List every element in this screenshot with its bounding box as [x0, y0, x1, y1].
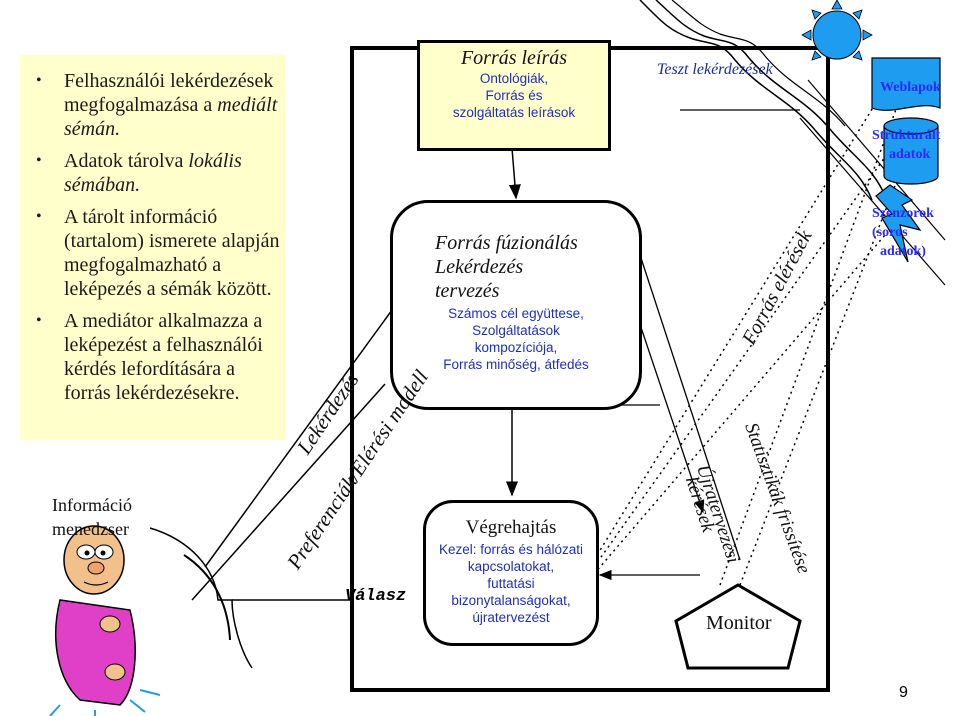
bullet-text-italic: lokális sémában.	[64, 150, 242, 196]
execution-line: futtatási	[487, 576, 535, 591]
structured-data-label: adatok	[889, 147, 931, 162]
source-description-box: Forrás leírás Ontológiák, Forrás és szol…	[417, 40, 611, 151]
bullet-panel: Felhasználói lekérdezések megfogalmazása…	[20, 55, 285, 440]
fusion-planning-box: Forrás fúzionálás Lekérdezés tervezés Sz…	[390, 200, 642, 410]
source-description-line: szolgáltatás leírások	[452, 105, 576, 120]
source-description-line: Ontológiák,	[479, 71, 549, 86]
fusion-title-line: Forrás fúzionálás	[435, 232, 578, 254]
river-line	[639, 0, 873, 201]
bullet-text-italic: mediált sémán.	[64, 94, 278, 140]
sensor-icon	[875, 184, 922, 263]
fusion-line: kompozíciója,	[474, 340, 558, 355]
fusion-line: Szolgáltatások	[472, 323, 560, 338]
webpages-label: Weblapok	[880, 80, 941, 95]
bullet-item: Felhasználói lekérdezések megfogalmazása…	[36, 69, 285, 141]
execution-title: Végrehajtás	[465, 517, 557, 538]
monitor-label: Monitor	[706, 612, 772, 634]
fusion-title-line: tervezés	[435, 280, 500, 302]
database-icon	[883, 117, 939, 185]
bullet-item: A tárolt információ (tartalom) ismerete …	[36, 205, 285, 301]
structured-data-label: Strukturált	[872, 128, 941, 143]
fusion-line: Számos cél együttese,	[448, 306, 584, 321]
sensors-label: Szenzorok	[872, 206, 934, 221]
monitor-shape	[674, 583, 802, 670]
bullet-list: Felhasználói lekérdezések megfogalmazása…	[20, 55, 285, 405]
source-description-line: Forrás és	[485, 88, 543, 103]
manager-figure	[49, 525, 231, 716]
webpages-icon	[871, 57, 941, 111]
execution-box: Végrehajtás Kezel: forrás és hálózati ka…	[423, 500, 599, 646]
page-number: 9	[899, 684, 908, 701]
test-queries-label: Teszt lekérdezések	[657, 61, 773, 78]
execution-line: újratervezést	[472, 610, 550, 625]
bullet-item: A mediátor alkalmazza a leképezést a fel…	[36, 309, 285, 405]
fusion-line: Forrás minőség, átfedés	[443, 357, 589, 372]
bullet-text: Felhasználói lekérdezések megfogalmazása…	[64, 70, 274, 116]
answer-label: Válasz	[345, 587, 407, 606]
info-manager-label: Információ menedzser	[52, 495, 132, 539]
bullet-text: A mediátor alkalmazza a leképezést a fel…	[64, 310, 263, 404]
fusion-title-line: Lekérdezés	[435, 256, 524, 278]
source-description-title: Forrás leírás	[460, 47, 568, 69]
bullet-text: Adatok tárolva	[64, 150, 189, 172]
bullet-text: A tárolt információ (tartalom) ismerete …	[64, 206, 280, 300]
sensors-label: adatok)	[880, 244, 926, 259]
query-line	[204, 309, 393, 568]
bullet-item: Adatok tárolva lokális sémában.	[36, 149, 285, 197]
execution-line: kapcsolatokat,	[467, 559, 555, 574]
execution-line: Kezel: forrás és hálózati	[438, 542, 584, 557]
sensors-label: (soros	[872, 225, 908, 240]
sun-icon	[801, 0, 873, 61]
execution-line: bizonytalanságokat,	[451, 593, 571, 608]
